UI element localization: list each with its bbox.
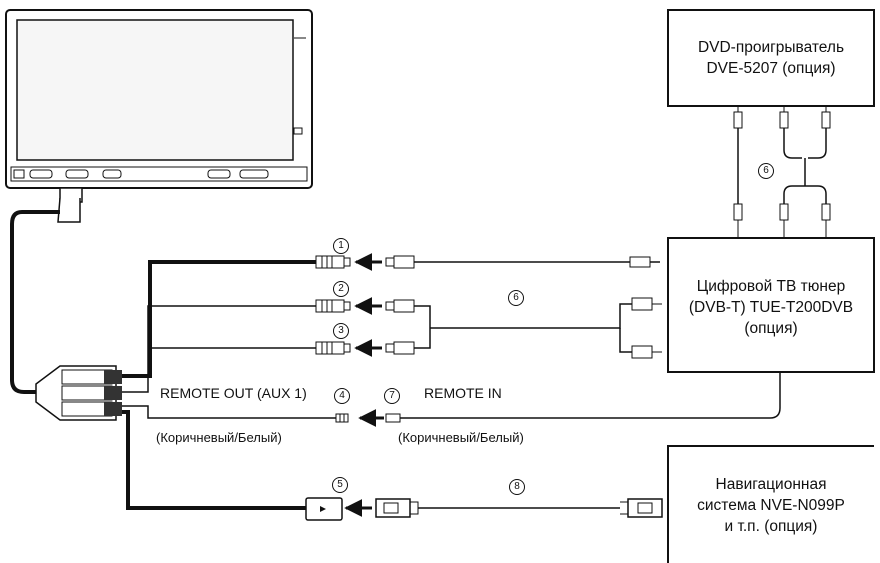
dvd-tuner-av-cable (737, 128, 827, 204)
y-split-av-cable (414, 303, 632, 353)
callout-8: 8 (509, 479, 525, 495)
tv-tuner-line2: (DVB-T) TUE-T200DVB (688, 299, 854, 316)
callout-2: 2 (333, 281, 349, 297)
navigation-line3: и т.п. (опция) (724, 518, 818, 535)
remote-in-connector (385, 372, 781, 423)
wire-color-right-label: (Коричневый/Белый) (398, 430, 524, 445)
navigation-line1: Навигационная (715, 476, 827, 493)
rca-plug-1 (385, 255, 660, 269)
tv-tuner-line3: (опция) (744, 320, 798, 337)
navigation-box (667, 445, 874, 563)
nav-socket-5 (305, 497, 343, 521)
callout-1: 1 (333, 238, 349, 254)
breakout-connector (35, 365, 122, 421)
dvd-player-label: DVD-проигрыватель DVE-5207 (опция) (668, 37, 874, 79)
navigation-line2: система NVE-N099P (697, 497, 845, 514)
nav-plug-cable (375, 498, 663, 518)
remote-in-label: REMOTE IN (424, 385, 502, 401)
remote-out-connector (335, 413, 349, 423)
tv-tuner-box (667, 237, 875, 373)
callout-4: 4 (334, 388, 350, 404)
connection-arrows (344, 253, 384, 517)
callout-3: 3 (333, 323, 349, 339)
dvd-player-box (667, 9, 875, 107)
rca-output-1 (315, 255, 351, 269)
head-unit (5, 9, 313, 189)
remote-out-label: REMOTE OUT (AUX 1) (160, 385, 307, 401)
dvd-player-line1: DVD-проигрыватель (697, 39, 845, 56)
tv-tuner-label: Цифровой ТВ тюнер (DVB-T) TUE-T200DVB (о… (668, 276, 874, 339)
callout-5: 5 (332, 477, 348, 493)
rca-output-2 (315, 299, 351, 313)
tuner-side-plugs (631, 297, 662, 359)
callout-7: 7 (384, 388, 400, 404)
rca-output-3 (315, 341, 351, 355)
breakout-wires (122, 260, 336, 510)
dvd-side-plugs (733, 106, 831, 238)
main-harness-cable (10, 187, 83, 394)
navigation-label: Навигационная система NVE-N099P и т.п. (… (668, 474, 874, 537)
rca-plug-2 (385, 299, 415, 313)
rca-plug-3 (385, 341, 415, 355)
callout-6-middle: 6 (508, 290, 524, 306)
callout-6-top: 6 (758, 163, 774, 179)
dvd-player-line2: DVE-5207 (опция) (706, 60, 836, 77)
tv-tuner-line1: Цифровой ТВ тюнер (696, 278, 846, 295)
wire-color-left-label: (Коричневый/Белый) (156, 430, 282, 445)
